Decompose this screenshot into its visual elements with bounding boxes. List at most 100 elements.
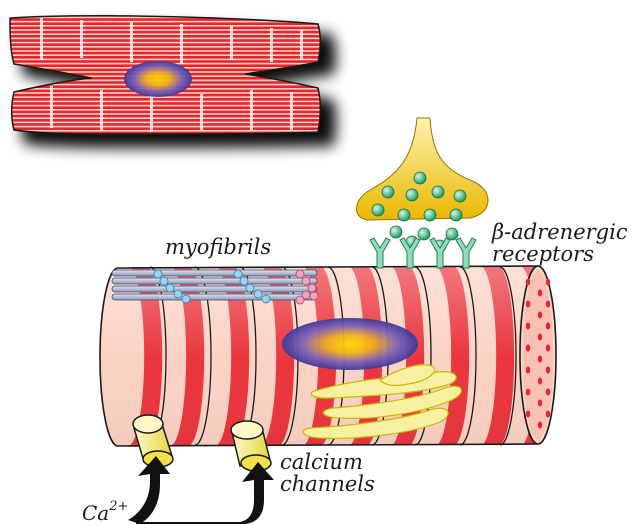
receptor bbox=[369, 237, 391, 269]
vesicle bbox=[413, 171, 427, 185]
myofibril-dot bbox=[525, 322, 531, 330]
z-disc bbox=[414, 266, 432, 446]
myofibril-dot bbox=[525, 344, 531, 352]
myofibril-bead bbox=[159, 276, 169, 286]
z-line bbox=[40, 18, 43, 60]
label-beta-adrenergic-receptors: β-adrenergic receptors bbox=[492, 221, 628, 265]
label-beta-line1: β-adrenergic bbox=[492, 220, 628, 244]
striation bbox=[10, 35, 321, 38]
myofibril-bead bbox=[307, 283, 317, 293]
myofibril-bead bbox=[153, 269, 163, 279]
cardiomyocyte-cell-top bbox=[9, 14, 337, 149]
myofibril-dot bbox=[525, 388, 531, 396]
myofibril-dot bbox=[525, 278, 531, 286]
striation bbox=[10, 114, 321, 118]
myofibril-dot bbox=[537, 311, 543, 319]
myofibril-dot bbox=[537, 399, 543, 407]
z-line bbox=[290, 92, 293, 130]
striation bbox=[10, 123, 321, 126]
nucleus-top bbox=[124, 61, 192, 97]
vesicle bbox=[453, 189, 467, 203]
vesicle bbox=[397, 208, 411, 222]
sarcoplasmic-reticulum bbox=[302, 364, 462, 439]
z-line bbox=[300, 30, 303, 60]
receptor bbox=[455, 237, 477, 269]
arrow-into-right-channel bbox=[136, 462, 274, 524]
myofibril-dot bbox=[545, 278, 551, 286]
striation bbox=[10, 47, 321, 51]
ca-symbol: Ca bbox=[82, 501, 110, 525]
striation bbox=[10, 127, 321, 130]
myofibril-dot bbox=[525, 300, 531, 308]
myofibril-dot bbox=[525, 366, 531, 374]
z-line bbox=[150, 92, 153, 132]
myofibril-bead bbox=[181, 294, 191, 304]
myofibril-dot bbox=[537, 355, 543, 363]
myofibril-bead bbox=[295, 269, 305, 279]
striation bbox=[10, 110, 321, 114]
receptor bbox=[429, 237, 451, 269]
z-line bbox=[100, 90, 103, 130]
vesicle bbox=[405, 188, 419, 202]
z-line bbox=[200, 94, 203, 130]
myofibril-dot bbox=[525, 410, 531, 418]
z-line bbox=[130, 22, 133, 62]
z-disc bbox=[194, 266, 212, 446]
myofibril-dot bbox=[545, 388, 551, 396]
myofibril-bead bbox=[165, 283, 175, 293]
myofibril-bead bbox=[239, 276, 249, 286]
arrow-into-left-channel bbox=[128, 456, 170, 524]
nucleus-fiber bbox=[282, 318, 418, 370]
neurotransmitter-vesicles bbox=[371, 171, 467, 253]
striation bbox=[10, 131, 321, 135]
myosin-beads bbox=[153, 269, 319, 305]
myofibril-dot bbox=[545, 366, 551, 374]
myofibril-bead bbox=[295, 295, 305, 305]
z-line bbox=[250, 90, 253, 130]
myofibril-bead bbox=[233, 269, 243, 279]
beta-adrenergic-receptors bbox=[369, 237, 477, 269]
myofibril-dot bbox=[545, 410, 551, 418]
z-line bbox=[230, 26, 233, 60]
receptor bbox=[399, 237, 421, 269]
z-line bbox=[180, 24, 183, 64]
striation bbox=[10, 22, 321, 25]
calcium-influx-arrows bbox=[128, 456, 274, 524]
z-disc bbox=[499, 266, 517, 446]
vesicle bbox=[371, 203, 385, 217]
striation bbox=[10, 26, 321, 30]
myofibril-dot bbox=[537, 421, 543, 429]
label-calcium-line1: calcium bbox=[280, 450, 363, 474]
z-line bbox=[270, 28, 273, 62]
striation bbox=[10, 30, 321, 34]
calcium-channel-right bbox=[230, 420, 272, 472]
fiber-end-cap bbox=[519, 265, 557, 445]
label-calcium-ion: Ca2+ bbox=[82, 496, 128, 524]
myofibril-dot bbox=[545, 322, 551, 330]
myofibril-dot bbox=[537, 289, 543, 297]
myofibril-bead bbox=[261, 294, 271, 304]
myofibril-bead bbox=[173, 289, 183, 299]
striation bbox=[10, 18, 321, 21]
z-disc bbox=[459, 266, 477, 446]
myofibril-dot bbox=[537, 377, 543, 385]
vesicle bbox=[449, 208, 463, 222]
myofibril-dot bbox=[537, 333, 543, 341]
myofibril-dot bbox=[545, 344, 551, 352]
myofibril-cross-sections bbox=[525, 278, 551, 429]
striation bbox=[10, 102, 321, 105]
vesicle bbox=[431, 185, 445, 199]
vesicle bbox=[423, 208, 437, 222]
label-calcium-line2: channels bbox=[280, 472, 375, 496]
striation bbox=[10, 51, 321, 55]
label-calcium-channels: calcium channels bbox=[280, 451, 375, 495]
striation bbox=[10, 98, 321, 101]
striation bbox=[10, 106, 321, 109]
striation bbox=[10, 39, 321, 42]
striation bbox=[10, 119, 321, 122]
striation bbox=[10, 43, 321, 46]
label-myofibrils: myofibrils bbox=[165, 235, 272, 259]
label-beta-line2: receptors bbox=[492, 242, 594, 266]
vesicle bbox=[417, 227, 431, 241]
